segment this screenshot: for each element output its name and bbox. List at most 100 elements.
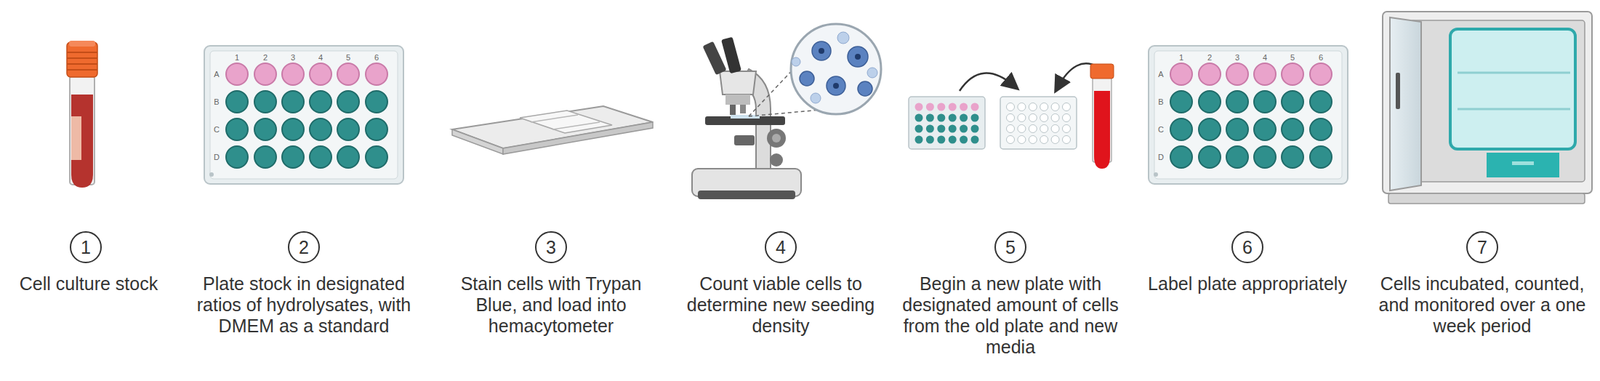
mini-well: [959, 135, 968, 144]
plate-well: [282, 146, 304, 168]
plate-well: [1170, 146, 1193, 168]
mini-well: [926, 103, 935, 112]
mini-well: [1040, 114, 1049, 123]
mini-well: [948, 125, 957, 134]
plate-wells: [226, 63, 1332, 168]
step-circle: 3Stain cells with Trypan Blue, and load …: [535, 231, 568, 264]
plate-well: [1226, 63, 1249, 86]
step-caption: Label plate appropriately: [1123, 273, 1372, 295]
mini-well: [926, 125, 935, 134]
row-letter: D: [1158, 152, 1164, 162]
mini-well: [959, 125, 968, 134]
mini-well: [948, 114, 957, 123]
mini-well: [1006, 135, 1015, 144]
incubator: [1382, 11, 1593, 204]
mini-well: [959, 114, 968, 123]
mini-well: [1028, 114, 1037, 123]
plate-well: [337, 90, 360, 113]
plate-well: [1253, 90, 1276, 113]
step-number: 1: [71, 232, 101, 262]
well-plate: [1148, 45, 1348, 184]
plate-well: [309, 63, 332, 86]
mini-well: [1051, 114, 1060, 123]
plate-well: [1198, 146, 1221, 168]
step-circle: 7Cells incubated, counted, and monitored…: [1466, 231, 1499, 264]
plate-well: [309, 90, 332, 113]
mini-well: [1017, 114, 1026, 123]
plate-well: [337, 146, 360, 168]
step-circle: 4Count viable cells to determine new see…: [764, 231, 797, 264]
mini-well: [1062, 125, 1071, 134]
mini-well: [971, 103, 980, 112]
mini-wells: [915, 103, 1071, 144]
mini-well: [1062, 114, 1071, 123]
mini-well: [1051, 103, 1060, 112]
mini-well: [948, 103, 957, 112]
step-number: 7: [1467, 232, 1497, 262]
step-caption: Count viable cells to determine new seed…: [682, 273, 879, 337]
plate-well: [254, 63, 277, 86]
mini-well: [971, 114, 980, 123]
column-number: 6: [374, 53, 379, 62]
mini-well: [915, 103, 924, 112]
column-number: 2: [263, 53, 268, 62]
column-number: 1: [1179, 53, 1184, 62]
mini-well: [1040, 125, 1049, 134]
column-number: 3: [290, 53, 296, 62]
hemacytometer-slide: [452, 106, 653, 155]
plate-well: [282, 63, 304, 86]
step-caption: Cells incubated, counted, and monitored …: [1373, 273, 1592, 337]
microscope: [692, 23, 882, 200]
plate-well: [1281, 63, 1304, 86]
plate-well: [309, 146, 332, 168]
mini-well: [1062, 135, 1071, 144]
plate-well: [226, 118, 248, 141]
step-number: 5: [995, 232, 1025, 262]
row-letter: B: [1158, 97, 1164, 107]
mini-well: [971, 135, 980, 144]
step-caption: Begin a new plate with designated amount…: [901, 273, 1120, 358]
plate-well: [309, 118, 332, 141]
mini-well: [937, 135, 946, 144]
mini-well: [1028, 135, 1037, 144]
plate-well: [365, 90, 388, 113]
plate-well: [337, 118, 360, 141]
mini-well: [1017, 103, 1026, 112]
plate-well: [1198, 90, 1221, 113]
mini-well: [926, 114, 935, 123]
step-circle: 1Cell culture stock: [69, 231, 102, 264]
mini-well: [937, 103, 946, 112]
well-plate: [204, 45, 404, 184]
plate-well: [1309, 63, 1332, 86]
column-number: 5: [1290, 53, 1295, 62]
transfer-scene: [908, 63, 1114, 169]
plate-well: [1281, 118, 1304, 141]
plate-well: [365, 118, 388, 141]
step-caption: Cell culture stock: [2, 273, 175, 295]
column-number: 4: [318, 53, 323, 62]
row-letter: C: [1158, 125, 1164, 134]
mini-well: [926, 135, 935, 144]
mini-well: [1051, 135, 1060, 144]
step-caption: Plate stock in designated ratios of hydr…: [183, 273, 424, 337]
mini-well: [1051, 125, 1060, 134]
plate-well: [254, 118, 277, 141]
plate-well: [282, 118, 304, 141]
plate-well: [1253, 63, 1276, 86]
plate-well: [282, 90, 304, 113]
mini-well: [915, 125, 924, 134]
plate-well: [1281, 90, 1304, 113]
plate-well: [226, 90, 248, 113]
mini-well: [971, 125, 980, 134]
plate-well: [1309, 118, 1332, 141]
mini-well: [937, 114, 946, 123]
step-caption: Stain cells with Trypan Blue, and load i…: [460, 273, 642, 337]
plate-well: [1198, 63, 1221, 86]
plate-well: [1226, 118, 1249, 141]
mini-well: [948, 135, 957, 144]
plate-well: [1309, 90, 1332, 113]
step-circle: 2Plate stock in designated ratios of hyd…: [287, 231, 320, 264]
mini-well: [1028, 103, 1037, 112]
plate-well: [1253, 118, 1276, 141]
plate-well: [365, 146, 388, 168]
